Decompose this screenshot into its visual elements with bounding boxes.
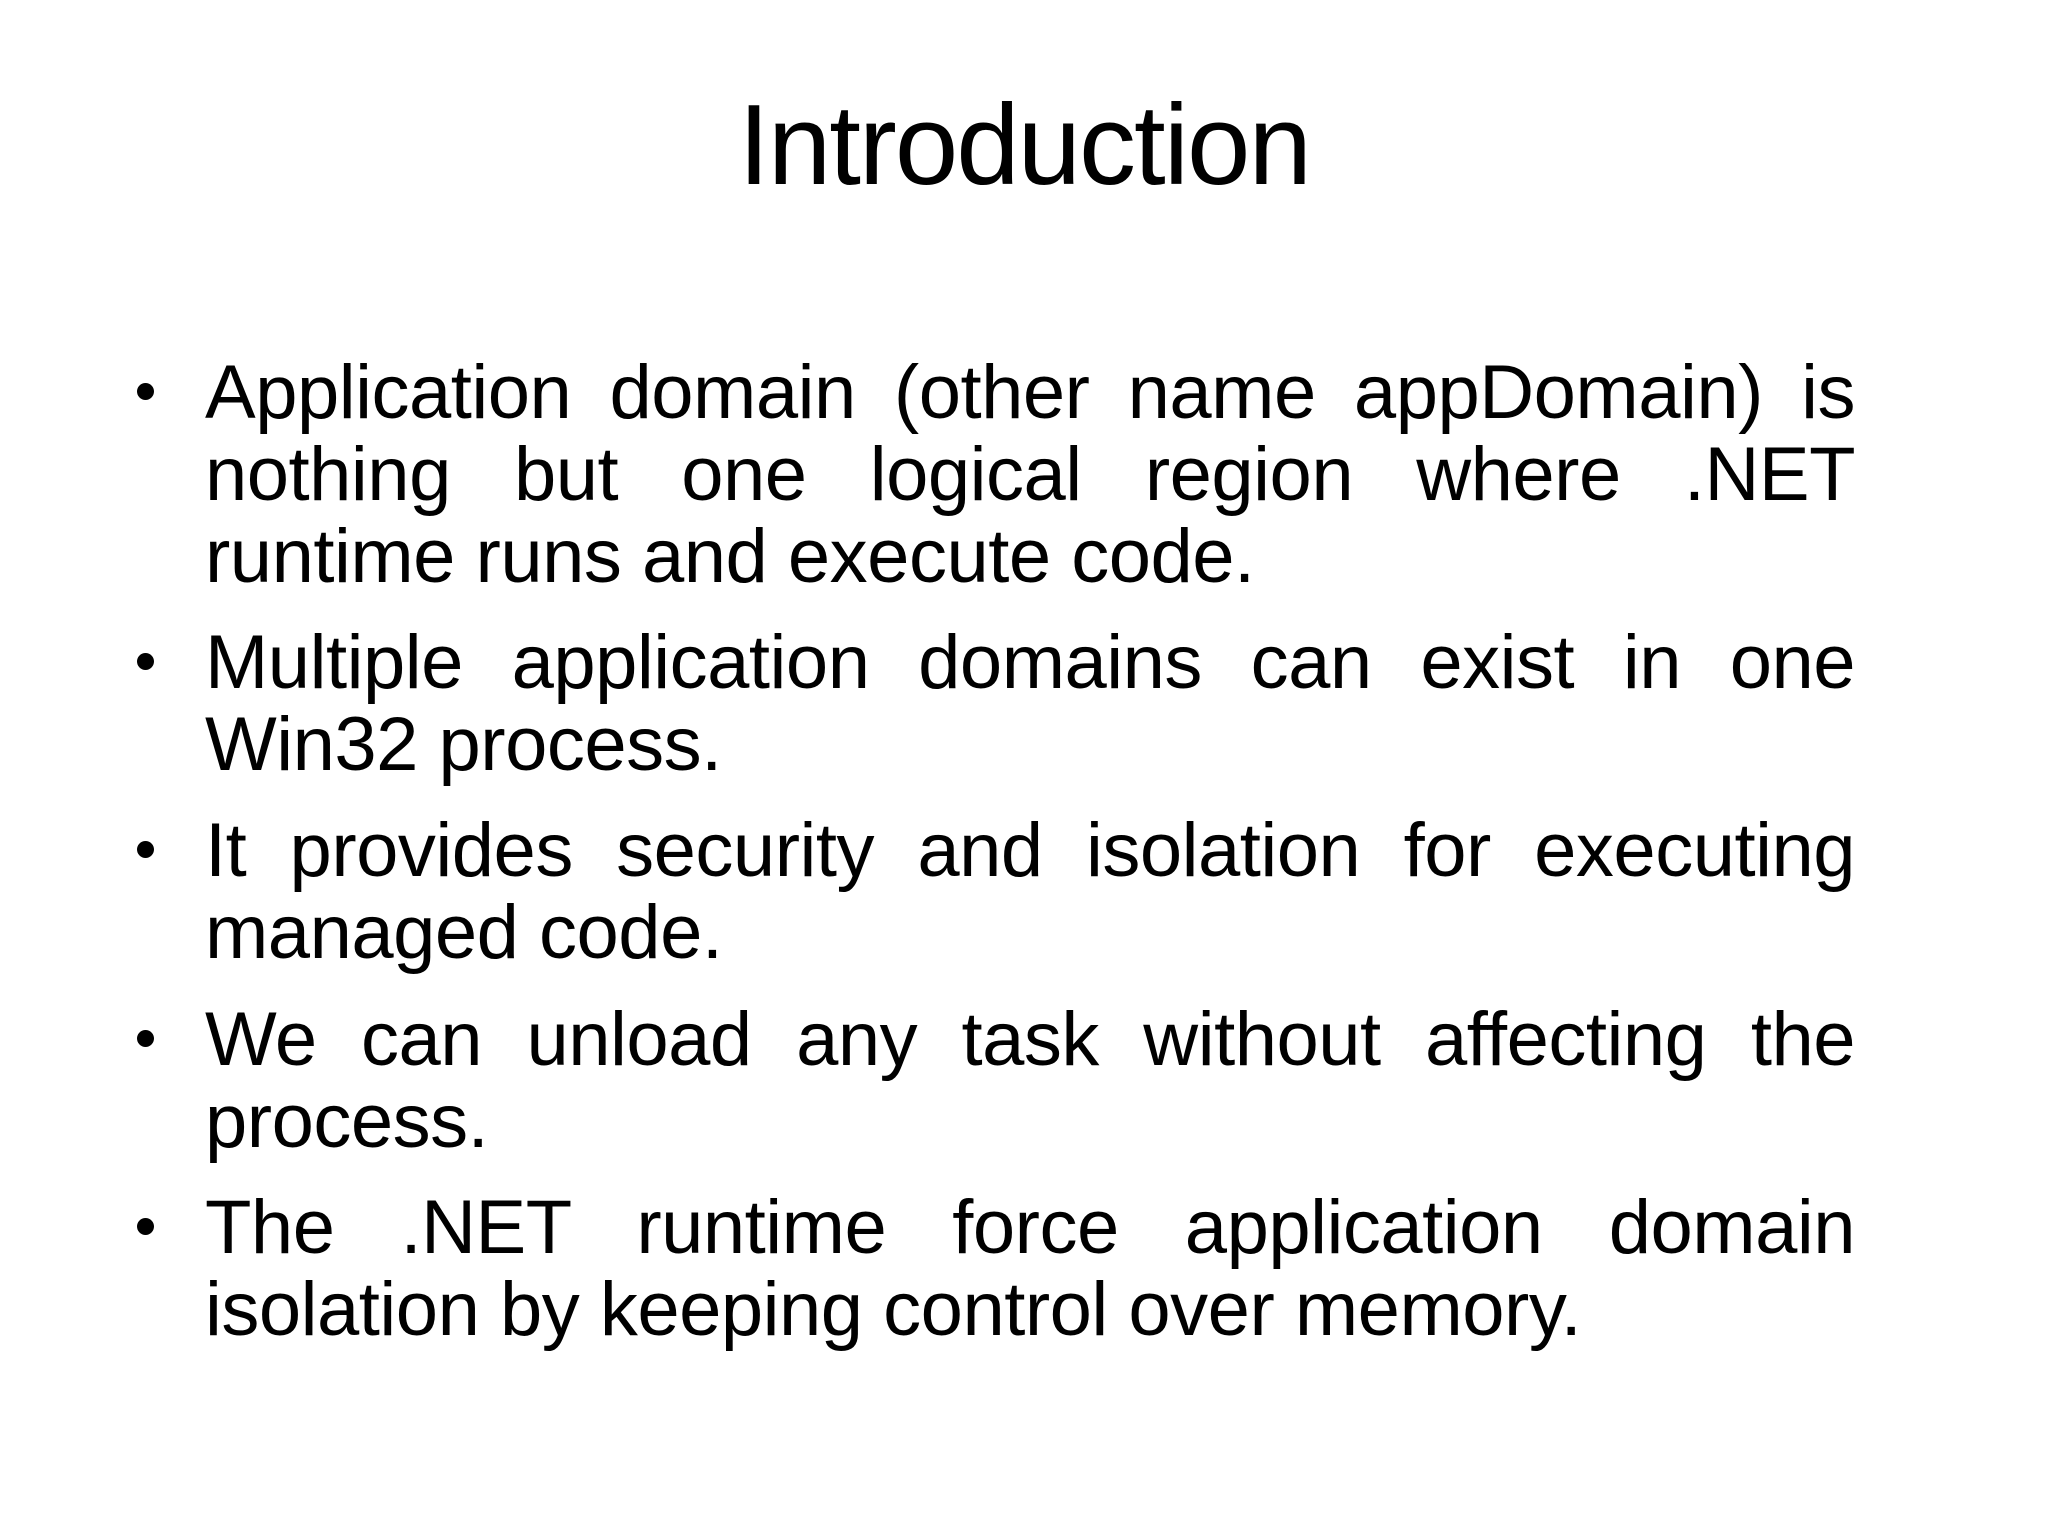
bullet-text: Multiple application domains can exist i…	[205, 620, 1856, 788]
bullet-text: We can unload any task without affecting…	[205, 996, 1856, 1164]
bullet-item: It provides security and isolation for e…	[133, 808, 1856, 976]
bullet-item: We can unload any task without affecting…	[133, 996, 1856, 1164]
bullet-dot-icon	[137, 841, 154, 859]
bullet-dot-icon	[137, 653, 154, 671]
bullet-dot-icon	[137, 383, 154, 400]
bullet-item: The .NET runtime force application domai…	[133, 1184, 1856, 1352]
bullet-text: It provides security and isolation for e…	[205, 808, 1856, 976]
bullet-list: Application domain (other name appDomain…	[133, 350, 1856, 1375]
bullet-item: Multiple application domains can exist i…	[133, 620, 1856, 788]
bullet-text: Application domain (other name appDomain…	[205, 350, 1856, 600]
bullet-text: The .NET runtime force application domai…	[205, 1184, 1856, 1352]
bullet-dot-icon	[137, 1217, 154, 1235]
slide-title: Introduction	[738, 82, 1312, 209]
bullet-dot-icon	[137, 1029, 154, 1047]
bullet-item: Application domain (other name appDomain…	[133, 350, 1856, 600]
